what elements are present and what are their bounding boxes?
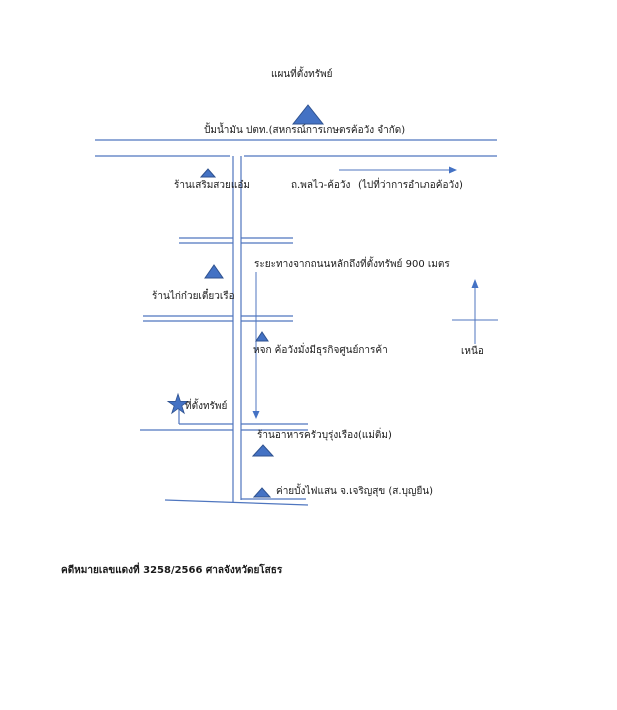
property-star-icon xyxy=(166,392,190,415)
road-direction-arrowhead xyxy=(449,166,457,174)
property-label: ที่ตั้งทรัพย์ xyxy=(185,401,228,412)
bottom-road-line xyxy=(164,499,309,506)
camp-marker xyxy=(252,487,272,498)
north-label: เหนือ xyxy=(461,346,484,357)
case-reference: คดีหมายเลขแดงที่ 3258/2566 ศาลจังหวัดยโส… xyxy=(61,565,283,576)
restaurant-label: ร้านอาหารครัวบุรุ่งเรือง(แม่ติ่ม) xyxy=(257,430,392,441)
beauty-shop-marker xyxy=(199,168,217,178)
north-arrowhead xyxy=(471,279,479,288)
restaurant-marker xyxy=(251,444,275,457)
map-title: แผนที่ตั้งทรัพย์ xyxy=(271,69,333,80)
gas-station-marker xyxy=(291,104,325,125)
noodle-shop-label: ร้านไก่ก๋วยเตี๋ยวเรือ xyxy=(152,291,235,302)
distance-arrowhead xyxy=(252,411,260,419)
gas-station-label: ปั้มน้ำมัน ปตท.(สหกรณ์การเกษตรค้อวัง จำก… xyxy=(204,125,406,136)
beauty-shop-label: ร้านเสริมสวยแอ๋ม xyxy=(174,180,250,191)
noodle-shop-marker xyxy=(204,264,224,279)
partnership-marker xyxy=(255,331,269,342)
road-name-label: ถ.พลไว-ค้อวัง xyxy=(291,180,351,191)
distance-label: ระยะทางจากถนนหลักถึงที่ตั้งทรัพย์ 900 เม… xyxy=(254,259,450,270)
partnership-label: หจก ค้อวังมั่งมีธุรกิจศูนย์การค้า xyxy=(253,345,388,356)
camp-label: ค่ายบั้งไฟแสน จ.เจริญสุข (ส.บุญยืน) xyxy=(276,486,434,497)
road-direction-label: (ไปที่ว่าการอำเภอค้อวัง) xyxy=(358,180,463,191)
